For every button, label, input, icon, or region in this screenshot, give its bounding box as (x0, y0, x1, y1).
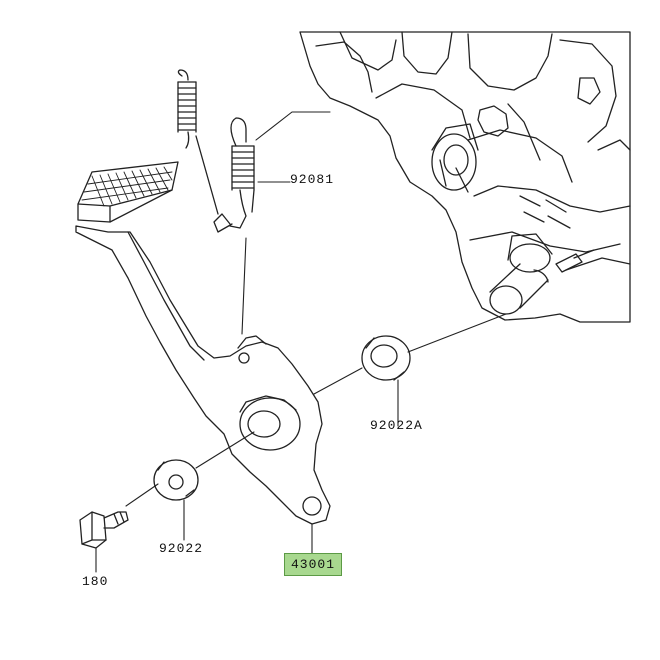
leader-lines (95, 111, 507, 573)
part-label-92022: 92022 (159, 541, 204, 556)
frame-engine-case (299, 31, 631, 323)
bolt-180 (79, 511, 129, 549)
part-label-180: 180 (82, 574, 109, 589)
spring-alternate-view (177, 69, 219, 215)
part-label-92081: 92081 (290, 172, 335, 187)
return-spring-92081 (213, 117, 255, 233)
washer-92022 (153, 459, 199, 501)
part-label-43001-highlighted[interactable]: 43001 (284, 553, 343, 576)
brake-pedal-43001 (75, 161, 331, 525)
washer-92022a (361, 335, 411, 381)
part-label-92022a: 92022A (370, 418, 423, 433)
